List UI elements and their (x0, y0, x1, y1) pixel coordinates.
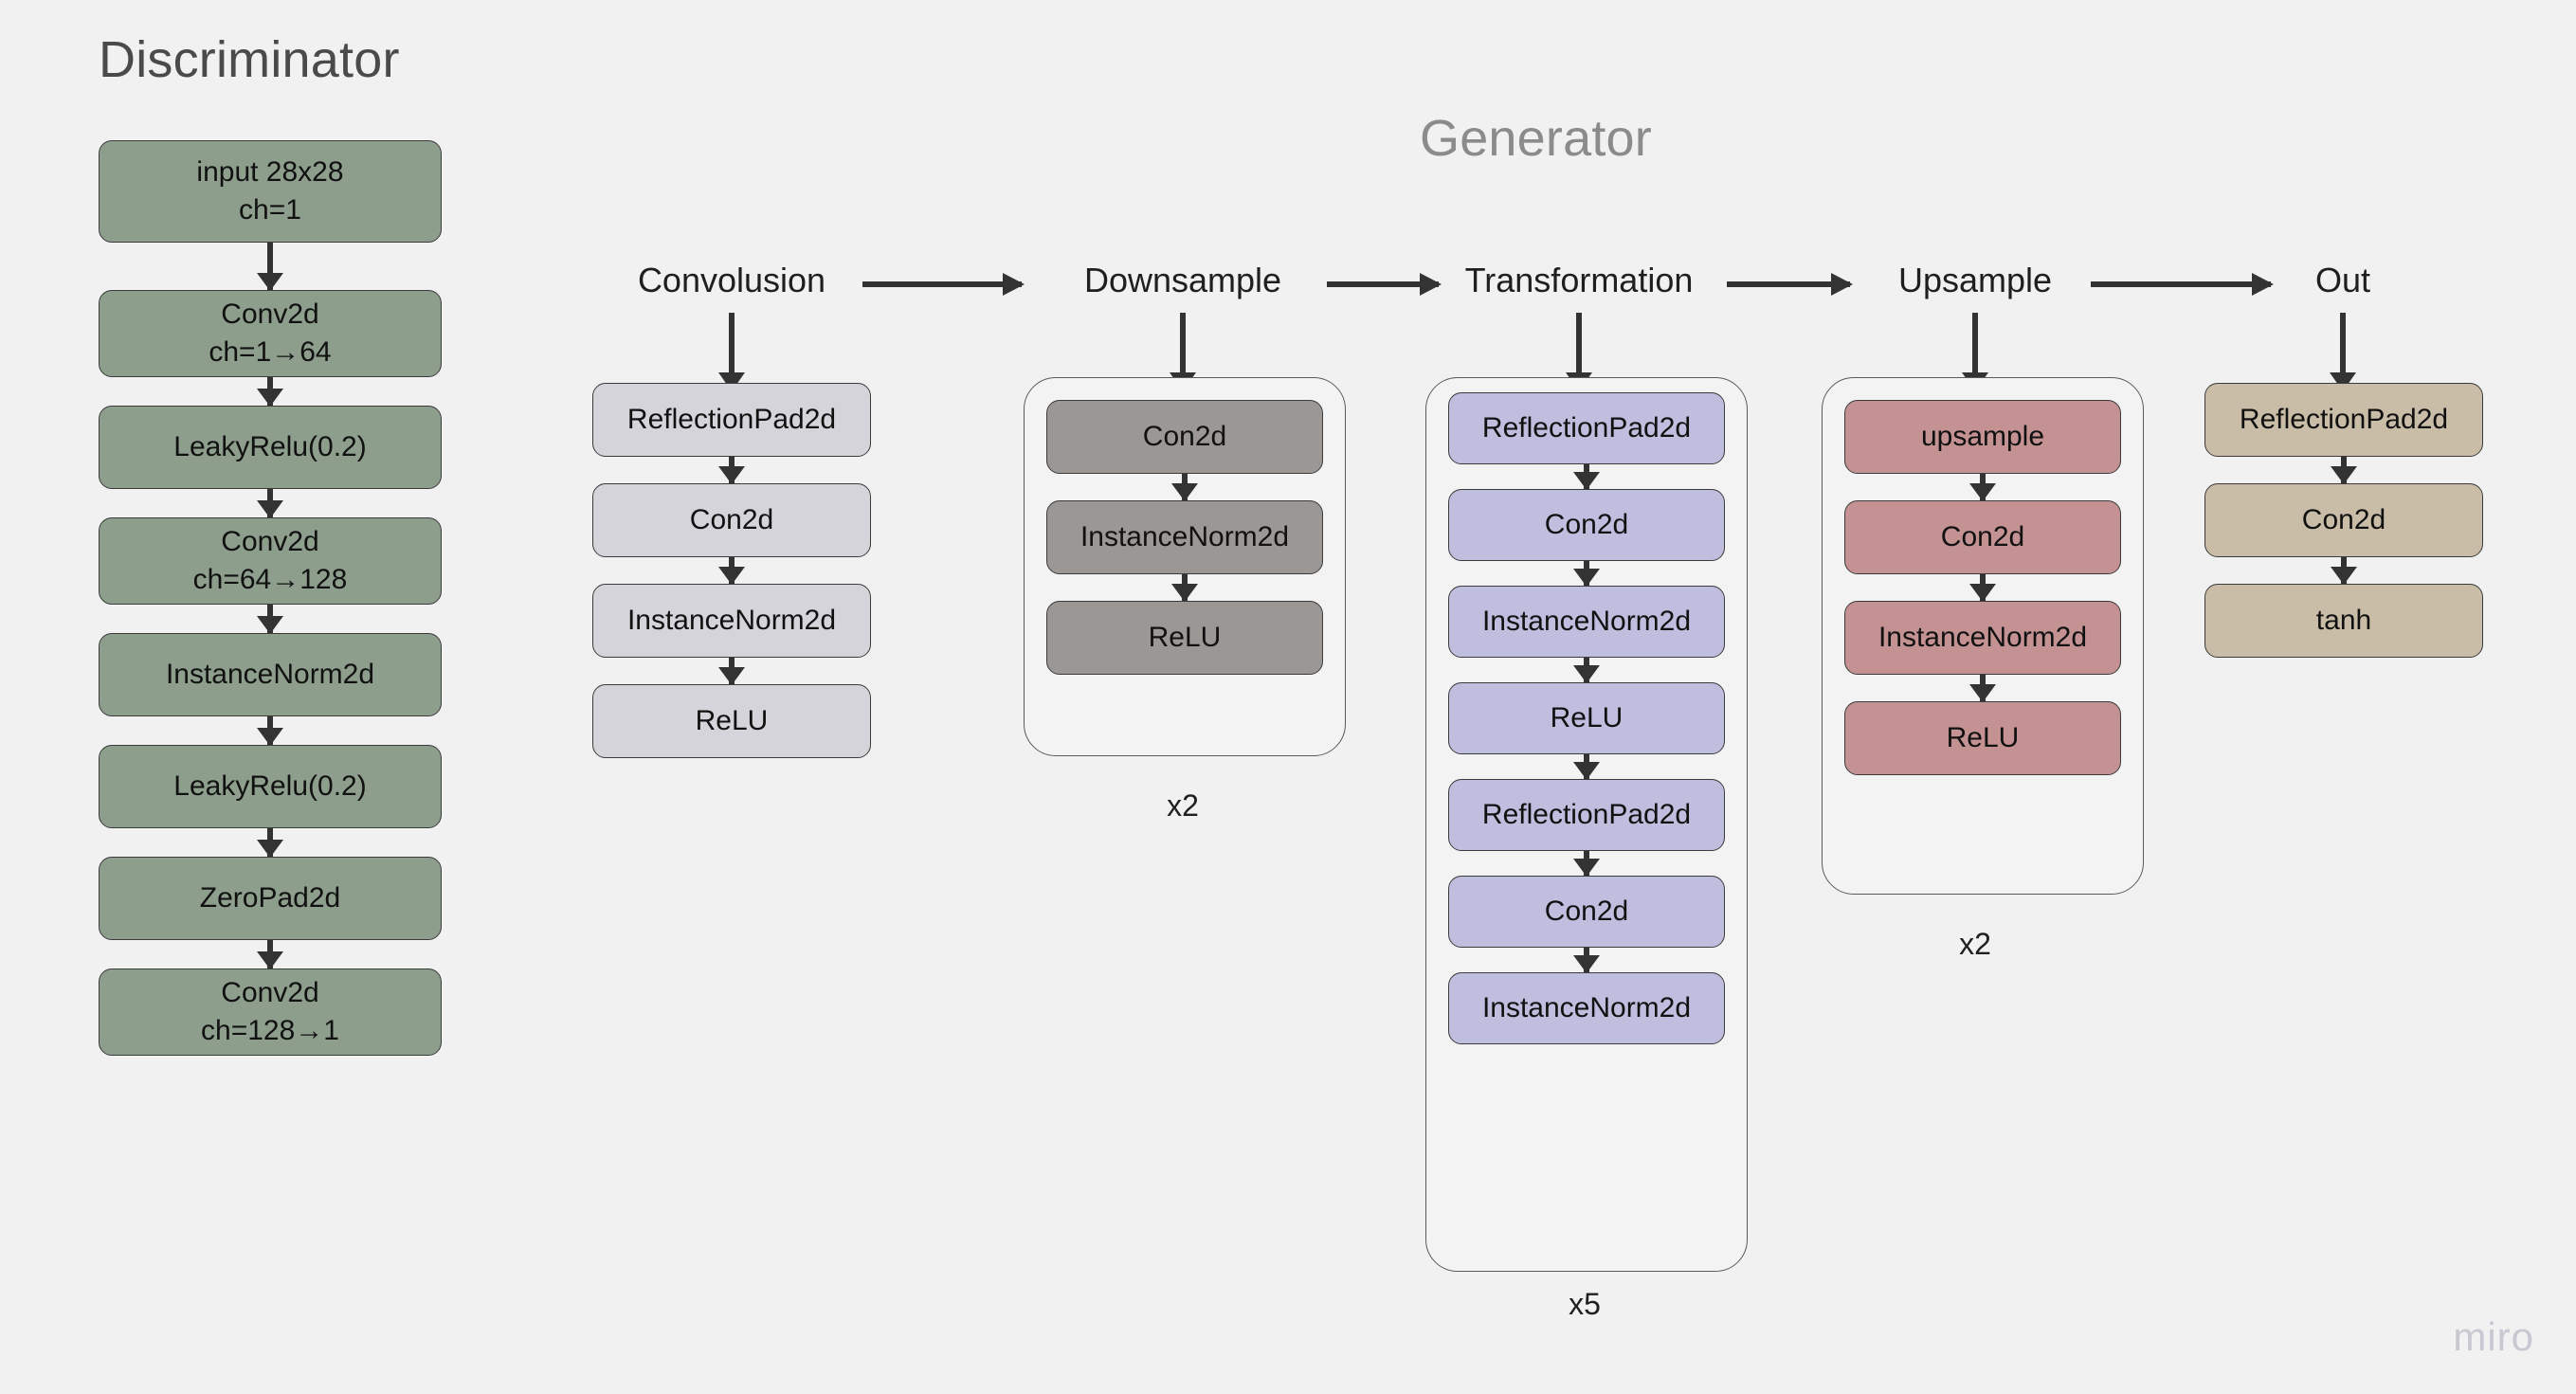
discriminator-link-0 (257, 243, 283, 291)
transformation-node-instancenorm2d-1[interactable]: InstanceNorm2d (1448, 586, 1725, 658)
upsample-node-instancenorm2d[interactable]: InstanceNorm2d (1844, 601, 2121, 675)
upsample-repeat-label: x2 (1959, 927, 1991, 961)
stage-arrow-transformation-to-upsample (1727, 273, 1853, 296)
transformation-column: ReflectionPad2d Con2d InstanceNorm2d ReL… (1448, 392, 1725, 1044)
discriminator-link-3 (257, 605, 283, 634)
stage-header-convolution: Convolusion (637, 261, 826, 299)
convolution-node-reflectionpad2d[interactable]: ReflectionPad2d (592, 383, 871, 457)
convolution-link-1 (718, 557, 745, 585)
convolution-node-relu[interactable]: ReLU (592, 684, 871, 758)
upsample-link-1 (1969, 574, 1996, 602)
discriminator-node-zeropad2d[interactable]: ZeroPad2d (99, 857, 442, 940)
discriminator-title: Discriminator (99, 31, 400, 88)
transformation-node-reflectionpad2d-1[interactable]: ReflectionPad2d (1448, 392, 1725, 464)
stage-header-upsample: Upsample (1897, 261, 2053, 299)
discriminator-link-4 (257, 716, 283, 746)
downsample-column: Con2d InstanceNorm2d ReLU (1046, 400, 1323, 675)
drop-arrow-convolution (718, 313, 745, 391)
transformation-node-instancenorm2d-2[interactable]: InstanceNorm2d (1448, 972, 1725, 1044)
upsample-column: upsample Con2d InstanceNorm2d ReLU (1844, 400, 2121, 775)
discriminator-node-conv2d-1-64[interactable]: Conv2d ch=1→64 (99, 290, 442, 377)
stage-arrow-downsample-to-transformation (1327, 273, 1442, 296)
downsample-repeat-label: x2 (1167, 788, 1199, 823)
convolution-node-instancenorm2d[interactable]: InstanceNorm2d (592, 584, 871, 658)
convolution-link-2 (718, 658, 745, 685)
downsample-node-con2d[interactable]: Con2d (1046, 400, 1323, 474)
drop-arrow-out (2330, 313, 2356, 391)
stage-arrow-upsample-to-out (2091, 273, 2274, 296)
out-link-1 (2331, 557, 2357, 585)
stage-header-transformation: Transformation (1464, 261, 1694, 299)
upsample-link-2 (1969, 675, 1996, 702)
stage-header-out: Out (2314, 261, 2371, 299)
convolution-link-0 (718, 457, 745, 484)
transformation-link-5 (1573, 948, 1600, 973)
discriminator-node-leakyrelu-2[interactable]: LeakyRelu(0.2) (99, 745, 442, 828)
upsample-node-con2d[interactable]: Con2d (1844, 500, 2121, 574)
discriminator-node-instancenorm2d[interactable]: InstanceNorm2d (99, 633, 442, 716)
downsample-link-0 (1171, 474, 1198, 501)
out-node-tanh[interactable]: tanh (2204, 584, 2483, 658)
discriminator-node-leakyrelu-1[interactable]: LeakyRelu(0.2) (99, 406, 442, 489)
discriminator-node-input[interactable]: input 28x28 ch=1 (99, 140, 442, 243)
transformation-node-con2d-2[interactable]: Con2d (1448, 876, 1725, 948)
transformation-node-con2d-1[interactable]: Con2d (1448, 489, 1725, 561)
convolution-node-con2d[interactable]: Con2d (592, 483, 871, 557)
stage-arrow-convolution-to-downsample (862, 273, 1025, 296)
stage-header-downsample: Downsample (1083, 261, 1282, 299)
transformation-link-0 (1573, 464, 1600, 490)
out-node-reflectionpad2d[interactable]: ReflectionPad2d (2204, 383, 2483, 457)
discriminator-node-conv2d-64-128[interactable]: Conv2d ch=64→128 (99, 517, 442, 605)
transformation-link-4 (1573, 851, 1600, 877)
downsample-node-relu[interactable]: ReLU (1046, 601, 1323, 675)
discriminator-link-2 (257, 489, 283, 518)
downsample-node-instancenorm2d[interactable]: InstanceNorm2d (1046, 500, 1323, 574)
drop-arrow-downsample (1170, 313, 1196, 391)
discriminator-link-1 (257, 377, 283, 407)
transformation-repeat-label: x5 (1569, 1287, 1601, 1321)
drop-arrow-upsample (1962, 313, 1988, 391)
discriminator-link-6 (257, 940, 283, 969)
discriminator-column: input 28x28 ch=1 Conv2d ch=1→64 LeakyRel… (99, 140, 442, 1056)
miro-watermark: miro (2453, 1314, 2534, 1359)
discriminator-node-conv2d-128-1[interactable]: Conv2d ch=128→1 (99, 969, 442, 1056)
transformation-node-relu[interactable]: ReLU (1448, 682, 1725, 754)
generator-title: Generator (1420, 110, 1652, 167)
downsample-link-1 (1171, 574, 1198, 602)
upsample-node-upsample[interactable]: upsample (1844, 400, 2121, 474)
out-node-con2d[interactable]: Con2d (2204, 483, 2483, 557)
transformation-link-1 (1573, 561, 1600, 587)
transformation-link-2 (1573, 658, 1600, 683)
out-column: ReflectionPad2d Con2d tanh (2204, 383, 2483, 658)
upsample-node-relu[interactable]: ReLU (1844, 701, 2121, 775)
out-link-0 (2331, 457, 2357, 484)
drop-arrow-transformation (1566, 313, 1592, 391)
upsample-link-0 (1969, 474, 1996, 501)
discriminator-link-5 (257, 828, 283, 858)
transformation-link-3 (1573, 754, 1600, 780)
convolution-column: ReflectionPad2d Con2d InstanceNorm2d ReL… (592, 383, 871, 758)
transformation-node-reflectionpad2d-2[interactable]: ReflectionPad2d (1448, 779, 1725, 851)
